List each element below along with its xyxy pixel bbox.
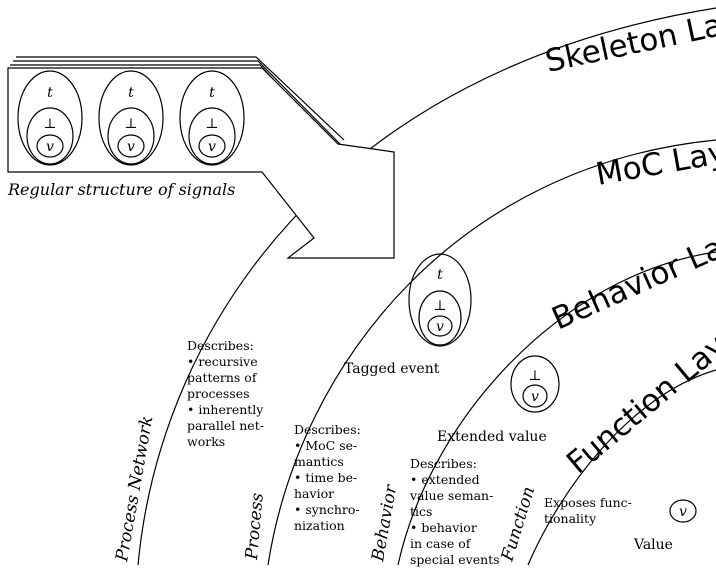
function-describes: Exposes func- tionality bbox=[544, 495, 632, 526]
process-label: Process bbox=[242, 492, 268, 562]
svg-text:• time be-: • time be- bbox=[294, 470, 357, 485]
moc-describes: Describes: • MoC se- mantics • time be- … bbox=[294, 422, 361, 533]
svg-text:Describes:: Describes: bbox=[294, 422, 361, 437]
bottom-symbol: ⊥ bbox=[528, 368, 541, 384]
moc-layer-title: MoC Layer bbox=[593, 129, 716, 193]
behavior-describes: Describes: • extended value seman- tics … bbox=[409, 456, 500, 567]
signals-structure bbox=[7, 56, 395, 259]
svg-text:special events: special events bbox=[410, 552, 500, 567]
bottom-symbol: ⊥ bbox=[433, 298, 446, 314]
value-symbol: v bbox=[208, 139, 216, 155]
tag-symbol: t bbox=[437, 267, 443, 283]
behavior-layer-title: Behavior Layer bbox=[547, 209, 716, 337]
svg-text:works: works bbox=[187, 434, 225, 449]
svg-text:in case of: in case of bbox=[410, 536, 472, 551]
extended-value: ⊥ v bbox=[510, 355, 560, 413]
moc-layer-arc bbox=[267, 139, 716, 566]
signal-event-3: t ⊥ v bbox=[179, 70, 245, 166]
extended-value-label: Extended value bbox=[437, 429, 547, 445]
bottom-symbol: ⊥ bbox=[205, 116, 218, 132]
value-symbol: v bbox=[531, 389, 539, 405]
bottom-symbol: ⊥ bbox=[124, 116, 137, 132]
svg-text:nization: nization bbox=[294, 518, 345, 533]
svg-text:• recursive: • recursive bbox=[187, 354, 258, 369]
signal-event-1: t ⊥ v bbox=[17, 70, 83, 166]
svg-text:• MoC se-: • MoC se- bbox=[294, 438, 357, 453]
svg-text:Describes:: Describes: bbox=[187, 338, 254, 353]
skeleton-describes: Describes: • recursive patterns of proce… bbox=[187, 338, 264, 449]
value-symbol: v bbox=[46, 139, 54, 155]
function-layer-title: Function Layer bbox=[560, 307, 716, 481]
tagged-event: t ⊥ v bbox=[408, 253, 472, 347]
svg-text:• synchro-: • synchro- bbox=[294, 502, 360, 517]
value-symbol: v bbox=[127, 139, 135, 155]
behavior-layer-arc bbox=[397, 251, 716, 566]
svg-text:Exposes func-: Exposes func- bbox=[544, 495, 632, 510]
svg-text:value seman-: value seman- bbox=[409, 488, 493, 503]
function-curve-label: Function bbox=[497, 484, 539, 564]
svg-text:Describes:: Describes: bbox=[410, 456, 477, 471]
function-layer-arc bbox=[527, 369, 716, 566]
tagged-event-label: Tagged event bbox=[344, 361, 440, 377]
value-label: Value bbox=[633, 537, 673, 553]
signals-caption: Regular structure of signals bbox=[7, 180, 235, 199]
svg-text:• inherently: • inherently bbox=[187, 402, 264, 417]
signals-arrow bbox=[7, 67, 395, 259]
value-glyph: v bbox=[669, 499, 697, 523]
svg-text:tionality: tionality bbox=[544, 511, 597, 526]
tag-symbol: t bbox=[47, 85, 53, 101]
svg-text:mantics: mantics bbox=[294, 454, 344, 469]
signal-event-2: t ⊥ v bbox=[98, 70, 164, 166]
svg-text:• behavior: • behavior bbox=[410, 520, 477, 535]
svg-text:patterns of: patterns of bbox=[187, 370, 258, 385]
tag-symbol: t bbox=[128, 85, 134, 101]
bottom-symbol: ⊥ bbox=[43, 116, 56, 132]
svg-text:havior: havior bbox=[294, 486, 334, 501]
skeleton-layer-arc bbox=[137, 7, 716, 566]
value-symbol: v bbox=[436, 319, 444, 335]
svg-text:processes: processes bbox=[187, 386, 250, 401]
svg-text:tics: tics bbox=[410, 504, 432, 519]
svg-text:• extended: • extended bbox=[410, 472, 480, 487]
value-symbol: v bbox=[679, 504, 687, 520]
svg-text:parallel net-: parallel net- bbox=[187, 418, 264, 433]
tag-symbol: t bbox=[209, 85, 215, 101]
behavior-curve-label: Behavior bbox=[368, 483, 401, 564]
